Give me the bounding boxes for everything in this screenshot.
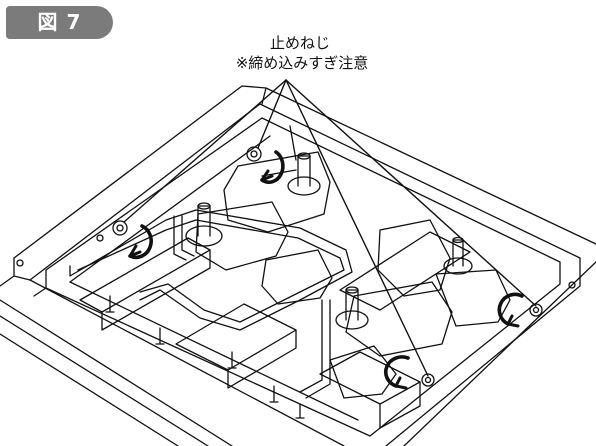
inner-tray <box>33 117 561 437</box>
rotation-arrow-icon <box>128 224 153 260</box>
screw-icon <box>112 220 128 236</box>
gas-pipe <box>69 209 353 399</box>
leader-lines <box>123 79 537 377</box>
screw-icon <box>529 303 543 317</box>
callout-note: ※締め込みすぎ注意 <box>235 54 369 72</box>
valve-assembly <box>195 151 511 399</box>
screw-icon <box>421 373 435 387</box>
internal-brackets <box>79 231 471 429</box>
standoff-pins <box>105 295 305 419</box>
rotation-arrow-icon <box>260 150 285 184</box>
chassis-outline <box>0 85 596 446</box>
rotation-arrow-icon <box>497 292 524 328</box>
figure-number-label: 図 7 <box>37 10 82 34</box>
rotation-arrow-icon <box>383 355 410 390</box>
figure-number-badge: 図 7 <box>6 6 113 39</box>
callout-title: 止めねじ <box>269 34 330 52</box>
knob-spindles <box>185 152 473 330</box>
screw-icon <box>246 146 262 162</box>
